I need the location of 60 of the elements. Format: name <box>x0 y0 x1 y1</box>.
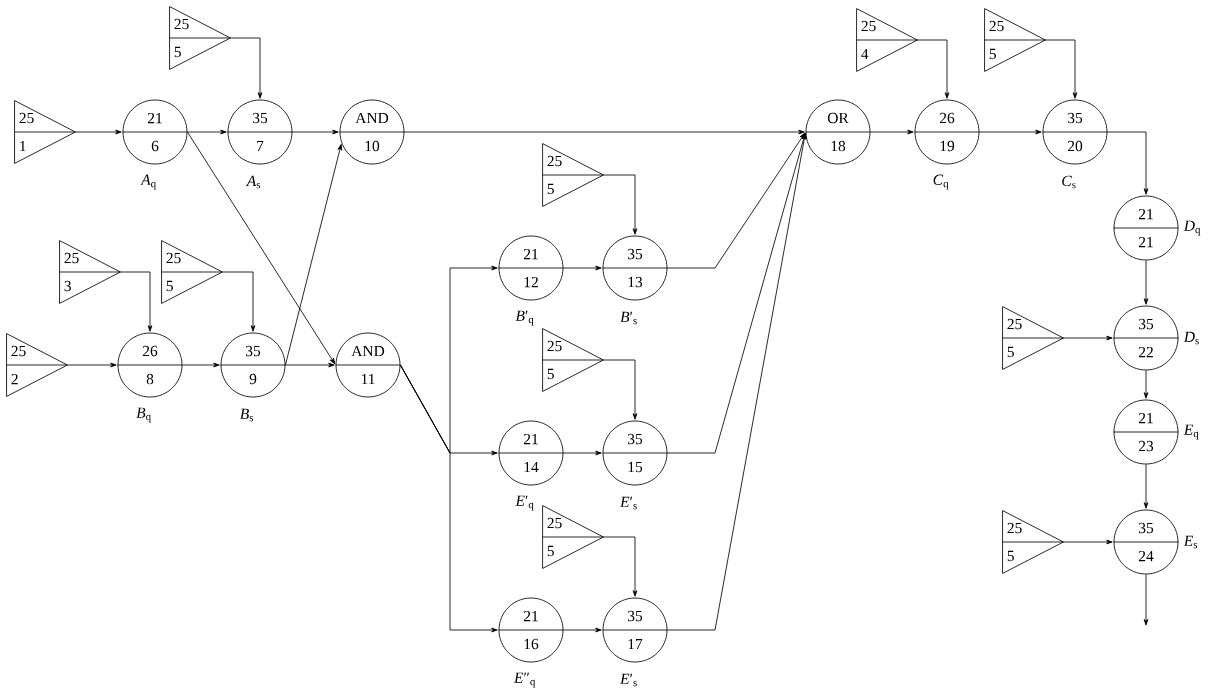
source-triangle: 25 4 <box>856 8 918 72</box>
node-label: B′$_{s}$ <box>620 311 637 325</box>
source-triangle: 25 5 <box>169 6 231 70</box>
source-triangle: 25 5 <box>542 505 604 569</box>
source-triangle: 25 5 <box>542 328 604 392</box>
arrow <box>230 37 263 99</box>
arrow <box>979 129 1042 135</box>
arrow <box>1143 370 1149 399</box>
arrow <box>1107 131 1149 195</box>
arrow <box>292 129 339 135</box>
arrow <box>667 132 807 631</box>
arrow <box>603 359 638 420</box>
node-label: B$_{s}$ <box>240 408 254 422</box>
arrow <box>603 174 638 235</box>
arrow <box>1143 260 1149 305</box>
node-label: E″$_{q}$ <box>513 672 536 688</box>
node-label: C$_{q}$ <box>933 174 949 190</box>
node-label: D$_{q}$ <box>1183 220 1201 236</box>
arrow <box>1045 39 1078 99</box>
arrow <box>187 131 336 365</box>
arrow <box>1063 539 1113 545</box>
arrow <box>667 132 806 269</box>
arrow <box>1143 464 1149 509</box>
node-label: E$_{s}$ <box>1183 535 1198 549</box>
source-triangle: 25 2 <box>6 333 68 397</box>
arrow <box>67 362 117 368</box>
source-triangle: 25 5 <box>984 8 1046 72</box>
node-label: E$_{q}$ <box>1183 424 1199 440</box>
arrow <box>404 129 805 135</box>
arrow <box>75 129 122 135</box>
arrow <box>187 129 227 135</box>
arrow <box>870 129 914 135</box>
source-triangle: 25 5 <box>1002 306 1064 370</box>
arrow <box>120 271 153 332</box>
source-triangle: 25 5 <box>542 143 604 207</box>
arrow <box>1063 335 1113 341</box>
arrow <box>1143 574 1149 626</box>
source-triangle: 25 1 <box>14 100 76 164</box>
node-label: A$_{q}$ <box>140 174 156 190</box>
source-triangle: 25 3 <box>59 240 121 304</box>
node-label: B′$_{q}$ <box>515 310 534 326</box>
node-label: E′$_{s}$ <box>619 673 637 687</box>
source-triangle: 25 5 <box>1002 510 1064 574</box>
source-triangle: 25 5 <box>161 240 223 304</box>
arrow <box>563 450 602 456</box>
node-label: E′$_{q}$ <box>515 495 534 511</box>
arrow <box>285 362 335 368</box>
node-label: C$_{s}$ <box>1062 175 1076 189</box>
arrow <box>285 143 343 366</box>
arrow <box>563 627 602 633</box>
node-label: A$_{s}$ <box>245 175 261 189</box>
arrow <box>182 362 220 368</box>
node-label: D$_{s}$ <box>1183 331 1199 345</box>
arrow <box>400 364 498 633</box>
node-label: E′$_{s}$ <box>619 496 637 510</box>
arrow <box>222 271 256 332</box>
arrow <box>563 265 602 271</box>
arrow <box>603 536 638 597</box>
node-label: B$_{q}$ <box>136 407 151 423</box>
arrow <box>917 39 950 99</box>
